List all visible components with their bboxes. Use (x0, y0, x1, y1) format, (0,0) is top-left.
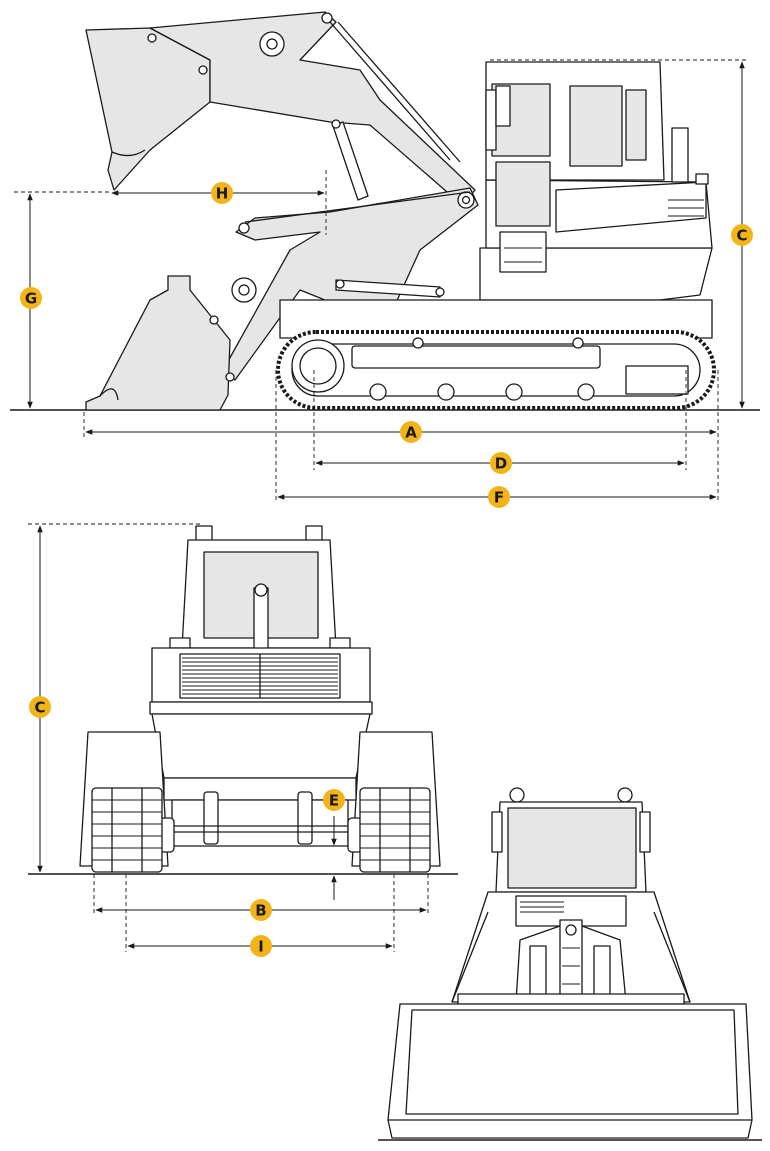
front-track-left (91, 787, 163, 873)
label-badge-c-front: C (29, 696, 51, 718)
bucket-view-windshield (507, 807, 637, 889)
label-badge-i: I (250, 935, 272, 957)
label-badge-e: E (323, 789, 345, 811)
label-e: E (329, 792, 339, 810)
cab-side-window (569, 85, 623, 167)
label-d: D (495, 455, 507, 473)
label-i: I (258, 938, 264, 956)
label-a: A (405, 424, 417, 442)
side-view (10, 11, 760, 411)
label-c-front: C (34, 699, 45, 717)
label-b: B (255, 902, 266, 920)
label-badge-d: D (490, 452, 512, 474)
raised-bucket (85, 27, 211, 191)
label-badge-h: H (211, 182, 233, 204)
lowered-bucket (85, 275, 231, 411)
label-badge-a: A (400, 421, 422, 443)
label-badge-f: F (488, 486, 510, 508)
front-bucket (387, 1003, 753, 1139)
label-badge-b: B (250, 899, 272, 921)
label-f: F (494, 489, 504, 507)
label-c-side: C (736, 227, 747, 245)
front-bucket-view (378, 787, 762, 1141)
front-view (28, 525, 458, 875)
label-g: G (25, 290, 37, 308)
front-track-right (359, 787, 431, 873)
label-badge-g: G (20, 287, 42, 309)
label-h: H (216, 185, 229, 203)
front-grille (179, 653, 341, 699)
raised-boom-arm (149, 11, 476, 206)
label-badge-c-side: C (731, 224, 753, 246)
